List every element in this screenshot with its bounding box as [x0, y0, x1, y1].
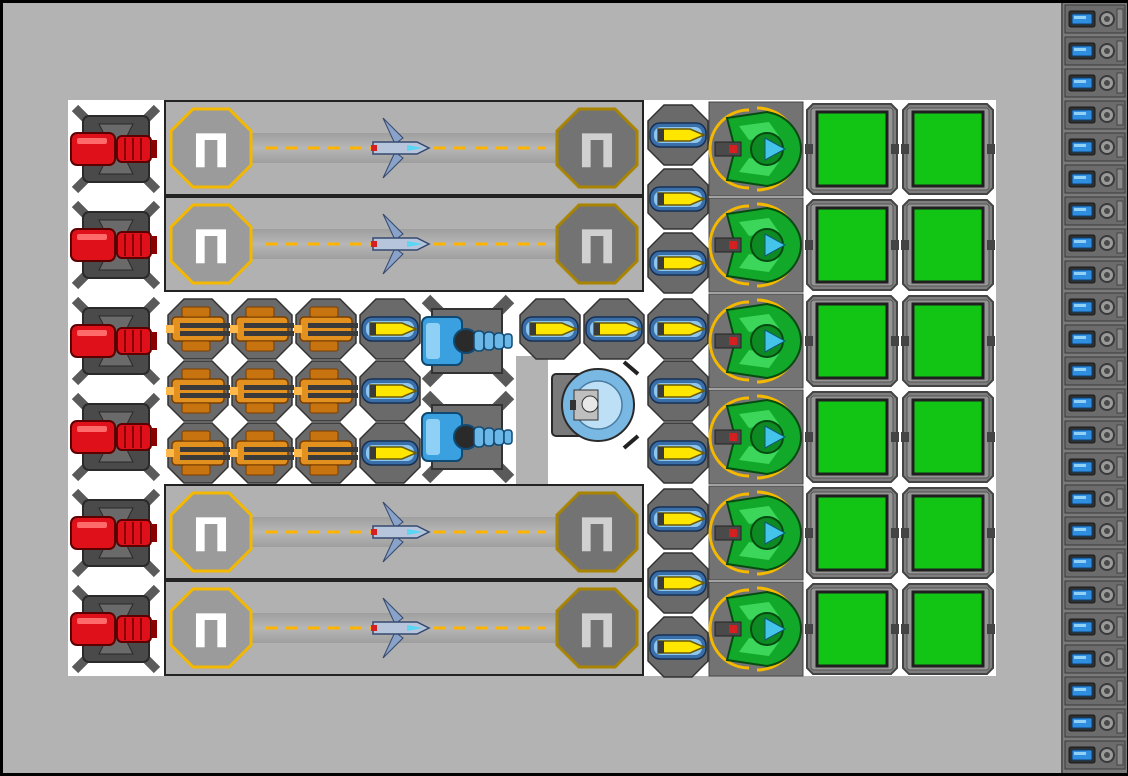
orange-cannon-icon[interactable]: [293, 422, 359, 484]
green-armor-plate-icon[interactable]: [803, 582, 901, 676]
blue-railgun-icon[interactable]: [422, 299, 512, 383]
game-viewport[interactable]: Π Π: [3, 3, 1127, 773]
red-thruster-icon[interactable]: [71, 492, 157, 574]
green-armor-plate-icon[interactable]: [803, 294, 901, 388]
orange-cannon-icon[interactable]: [293, 298, 359, 360]
green-armor-plate-icon[interactable]: [899, 486, 997, 580]
conveyor-rail[interactable]: [1061, 3, 1127, 773]
conveyor-segment-icon: [1064, 4, 1126, 770]
orange-cannon-icon[interactable]: [165, 360, 231, 422]
green-armor-plate-icon[interactable]: [899, 102, 997, 196]
missile-launcher-icon[interactable]: [647, 168, 709, 230]
cannon-block: [165, 298, 359, 484]
green-armor-plate-icon[interactable]: [803, 486, 901, 580]
green-armor-plate-icon[interactable]: [899, 294, 997, 388]
hangar-bay-icon[interactable]: [163, 195, 645, 293]
hangar-bay-icon[interactable]: [163, 579, 645, 677]
hangar-bay-icon[interactable]: [163, 99, 645, 197]
missile-launcher-icon[interactable]: [647, 552, 709, 614]
blue-railgun-icon[interactable]: [422, 395, 512, 479]
missile-launcher-icon[interactable]: [647, 232, 709, 294]
red-thruster-icon[interactable]: [71, 204, 157, 286]
missile-launcher-icon[interactable]: [647, 422, 709, 484]
green-laser-turret-icon[interactable]: [707, 100, 805, 198]
missile-launcher-icon[interactable]: [647, 298, 709, 360]
green-laser-turret-icon[interactable]: [707, 388, 805, 486]
green-laser-turret-icon[interactable]: [707, 196, 805, 294]
orange-cannon-icon[interactable]: [293, 360, 359, 422]
missile-launcher-icon[interactable]: [359, 422, 421, 484]
missile-launcher-icon[interactable]: [583, 298, 645, 360]
missile-launcher-icon[interactable]: [359, 360, 421, 422]
orange-cannon-icon[interactable]: [229, 360, 295, 422]
ship-grid[interactable]: Π Π: [3, 3, 1061, 773]
missile-launcher-icon[interactable]: [647, 360, 709, 422]
missile-launcher-icon[interactable]: [647, 104, 709, 166]
red-thruster-icon[interactable]: [71, 588, 157, 670]
green-laser-turret-icon[interactable]: [707, 580, 805, 678]
green-armor-plate-icon[interactable]: [899, 198, 997, 292]
green-armor-plate-icon[interactable]: [803, 102, 901, 196]
orange-cannon-icon[interactable]: [229, 422, 295, 484]
green-armor-plate-icon[interactable]: [803, 198, 901, 292]
red-thruster-icon[interactable]: [71, 396, 157, 478]
orange-cannon-icon[interactable]: [229, 298, 295, 360]
missile-launcher-icon[interactable]: [519, 298, 581, 360]
green-laser-turret-icon[interactable]: [707, 484, 805, 582]
hangar-bay-icon[interactable]: [163, 483, 645, 581]
missile-launcher-icon[interactable]: [359, 298, 421, 360]
green-armor-plate-icon[interactable]: [803, 390, 901, 484]
red-thruster-icon[interactable]: [71, 300, 157, 382]
orange-cannon-icon[interactable]: [165, 298, 231, 360]
orange-cannon-icon[interactable]: [165, 422, 231, 484]
missile-launcher-icon[interactable]: [647, 488, 709, 550]
green-armor-plate-icon[interactable]: [899, 582, 997, 676]
green-armor-plate-icon[interactable]: [899, 390, 997, 484]
green-laser-turret-icon[interactable]: [707, 292, 805, 390]
bridge-dome-icon[interactable]: [546, 358, 640, 452]
missile-launcher-icon[interactable]: [647, 616, 709, 678]
red-thruster-icon[interactable]: [71, 108, 157, 190]
